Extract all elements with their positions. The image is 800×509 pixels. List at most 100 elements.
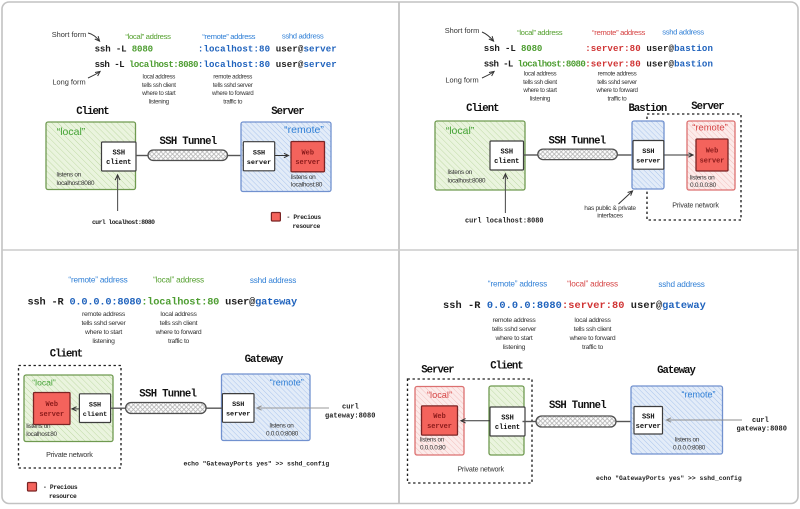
- svg-text:listens on: listens on: [448, 169, 473, 176]
- svg-text:Private network: Private network: [672, 201, 719, 210]
- svg-text:client: client: [106, 159, 131, 167]
- svg-text:“local”: “local”: [427, 390, 452, 400]
- svg-text:Private network: Private network: [457, 465, 504, 474]
- svg-text:Client: Client: [490, 361, 523, 373]
- svg-text:remote address: remote address: [598, 71, 637, 78]
- svg-text:server: server: [700, 157, 725, 165]
- svg-text:listens on: listens on: [675, 437, 700, 444]
- svg-text:ssh -R 0.0.0.0:8080:server:80: ssh -R 0.0.0.0:8080:server:80 user@gatew…: [443, 300, 706, 312]
- svg-text:where to start: where to start: [84, 329, 122, 336]
- svg-text:SSH: SSH: [253, 149, 265, 157]
- svg-text:resource: resource: [49, 493, 77, 500]
- svg-text:“local” address: “local” address: [517, 28, 563, 37]
- svg-text:sshd address: sshd address: [250, 276, 296, 285]
- svg-text:gateway:8080: gateway:8080: [325, 413, 375, 421]
- svg-text:local address: local address: [160, 311, 197, 318]
- svg-text:where to forward: where to forward: [211, 90, 254, 97]
- svg-text:SSH: SSH: [501, 415, 514, 423]
- svg-text:Short form: Short form: [52, 30, 87, 39]
- svg-text:localhost:80: localhost:80: [26, 431, 57, 438]
- svg-text:“remote” address: “remote” address: [592, 28, 645, 37]
- svg-text:“local”: “local”: [57, 126, 86, 138]
- svg-text:Bastion: Bastion: [628, 103, 666, 115]
- svg-text:Short form: Short form: [445, 26, 480, 35]
- svg-text:tells ssh client: tells ssh client: [574, 326, 612, 333]
- svg-text:server: server: [427, 423, 452, 431]
- svg-text:- Precious: - Precious: [43, 484, 78, 491]
- svg-text:Gateway: Gateway: [657, 365, 696, 377]
- svg-text:local address: local address: [143, 74, 176, 81]
- svg-text:Server: Server: [271, 106, 304, 118]
- svg-text:0.0.0.0:8080: 0.0.0.0:8080: [673, 445, 706, 452]
- svg-text:0.0.0.0:80: 0.0.0.0:80: [690, 182, 717, 189]
- svg-text:traffic to: traffic to: [608, 95, 628, 102]
- svg-text:ssh -L localhost:8080: ssh -L localhost:8080: [484, 59, 586, 70]
- svg-text:sshd address: sshd address: [662, 28, 704, 37]
- svg-text:server: server: [39, 411, 64, 419]
- svg-text:listening: listening: [530, 95, 551, 102]
- svg-text:where to start: where to start: [495, 335, 533, 342]
- svg-text:SSH Tunnel: SSH Tunnel: [549, 136, 606, 148]
- svg-text:listens on: listens on: [690, 175, 715, 182]
- svg-text:Long form: Long form: [445, 76, 478, 85]
- svg-text:“remote”: “remote”: [681, 390, 715, 400]
- svg-text:tells sshd server: tells sshd server: [597, 79, 637, 86]
- svg-text:Server: Server: [691, 101, 724, 113]
- svg-text:listens on: listens on: [420, 437, 445, 444]
- svg-text:remote address: remote address: [213, 74, 252, 81]
- svg-text:SSH: SSH: [500, 149, 513, 157]
- svg-text:Server: Server: [421, 365, 454, 377]
- svg-text:traffic to: traffic to: [582, 344, 604, 351]
- svg-text:“local”: “local”: [446, 125, 475, 137]
- svg-text:where to forward: where to forward: [155, 329, 202, 336]
- svg-text:server: server: [226, 411, 250, 419]
- svg-text:server: server: [636, 423, 661, 431]
- svg-text:where to start: where to start: [141, 90, 176, 97]
- svg-text:server: server: [636, 157, 660, 165]
- svg-text:remote address: remote address: [82, 311, 126, 318]
- svg-text:server: server: [295, 159, 320, 167]
- svg-text:Long form: Long form: [52, 78, 85, 87]
- svg-text:SSH: SSH: [642, 148, 654, 156]
- svg-text:where to forward: where to forward: [595, 87, 638, 94]
- svg-text:client: client: [495, 424, 520, 432]
- svg-text:“remote” address: “remote” address: [68, 276, 127, 285]
- svg-text:sshd address: sshd address: [282, 32, 324, 41]
- svg-text:interfaces: interfaces: [597, 213, 624, 220]
- svg-text:Web: Web: [46, 401, 58, 409]
- svg-text:listens on: listens on: [270, 423, 295, 430]
- svg-text:ssh -L 8080: ssh -L 8080: [484, 43, 542, 54]
- svg-text:remote address: remote address: [492, 317, 536, 324]
- svg-text:tells sshd server: tells sshd server: [81, 320, 126, 327]
- svg-text:client: client: [83, 411, 107, 419]
- svg-text:traffic to: traffic to: [168, 338, 190, 345]
- svg-text:has public & private: has public & private: [584, 205, 636, 212]
- svg-text:“remote” address: “remote” address: [202, 32, 255, 41]
- svg-text:Private network: Private network: [46, 450, 93, 459]
- svg-text:echo "GatewayPorts yes" >> ssh: echo "GatewayPorts yes" >> sshd_config: [596, 475, 742, 482]
- svg-text::server:80 user@bastion: :server:80 user@bastion: [585, 43, 713, 54]
- svg-text:sshd address: sshd address: [658, 280, 704, 289]
- svg-text:curl localhost:8080: curl localhost:8080: [92, 219, 155, 226]
- svg-text:listening: listening: [92, 338, 115, 345]
- svg-text:curl: curl: [342, 404, 359, 412]
- svg-text:ssh -L 8080: ssh -L 8080: [95, 44, 153, 55]
- svg-text:SSH: SSH: [89, 401, 101, 409]
- svg-text:Gateway: Gateway: [245, 354, 284, 366]
- svg-text:where to forward: where to forward: [569, 335, 616, 342]
- svg-text:Client: Client: [50, 349, 83, 361]
- svg-text:“local” address: “local” address: [125, 32, 171, 41]
- svg-text:Web: Web: [302, 149, 314, 157]
- svg-text:“remote” address: “remote” address: [488, 280, 547, 289]
- svg-text:SSH: SSH: [112, 150, 125, 158]
- svg-text:resource: resource: [293, 223, 321, 230]
- svg-text:Client: Client: [76, 106, 109, 118]
- svg-text:tells ssh client: tells ssh client: [160, 320, 198, 327]
- svg-text:local address: local address: [524, 71, 557, 78]
- svg-text:“remote”: “remote”: [284, 124, 324, 136]
- svg-text:tells ssh client: tells ssh client: [142, 82, 176, 89]
- svg-text:SSH: SSH: [642, 413, 655, 421]
- svg-text:listening: listening: [149, 98, 170, 105]
- svg-text:curl localhost:8080: curl localhost:8080: [465, 218, 544, 226]
- svg-text::server:80 user@bastion: :server:80 user@bastion: [585, 59, 713, 70]
